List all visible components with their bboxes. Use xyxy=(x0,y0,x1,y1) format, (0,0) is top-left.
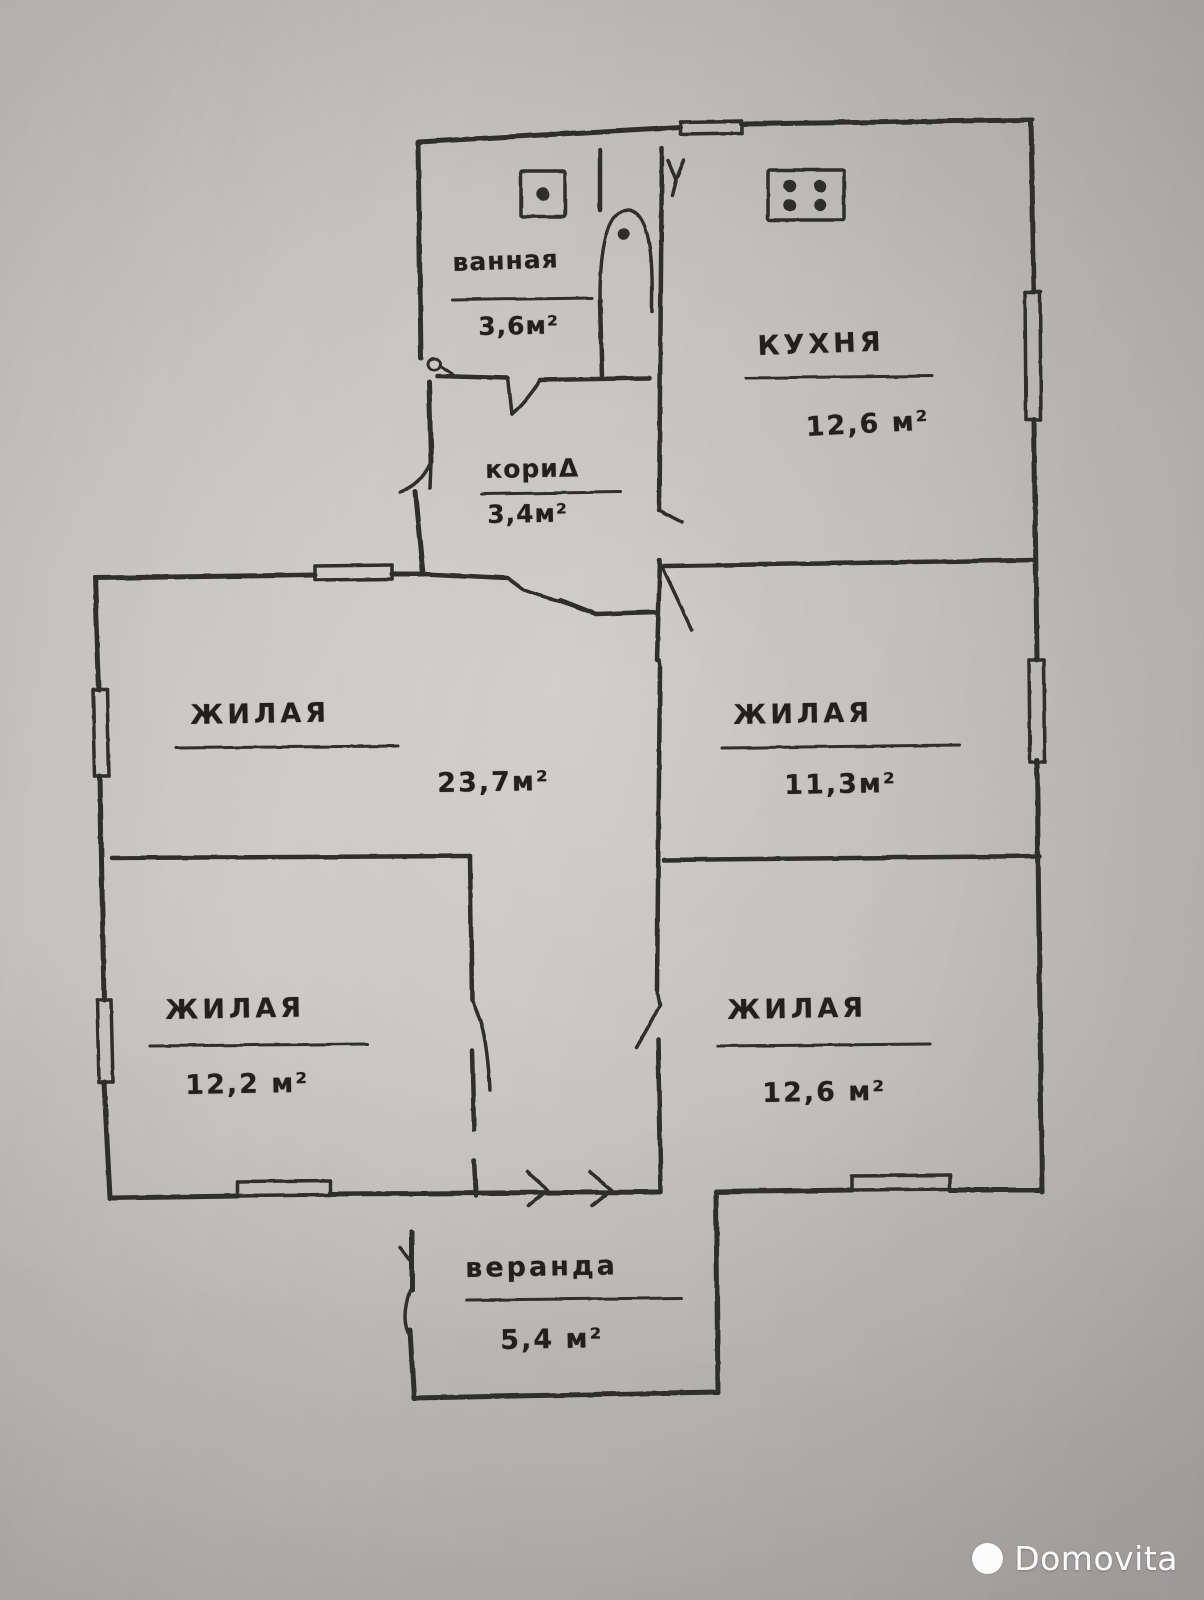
door-veranda-entrance xyxy=(526,1170,614,1208)
room-label-corridor-area: 3,4м² xyxy=(487,498,569,529)
door-corridor-to-living1 xyxy=(506,576,563,603)
window-living4-bottom xyxy=(850,1173,952,1192)
underline-living-1 xyxy=(174,744,400,750)
left-wall-switch xyxy=(426,356,454,376)
underline-living-3 xyxy=(148,1042,370,1048)
underline-living-4 xyxy=(716,1042,932,1048)
room-label-living-1-area: 23,7м² xyxy=(437,766,551,799)
wall-outer-top xyxy=(415,117,1035,145)
kitchen-stove xyxy=(766,168,846,222)
corridor-mark-y xyxy=(666,158,686,198)
room-label-kitchen-area: 12,6 м² xyxy=(805,405,931,443)
wall-outer-right xyxy=(1028,117,1045,1195)
door-living3 xyxy=(470,998,492,1092)
underline-bathroom xyxy=(450,296,594,302)
door-corridor-left xyxy=(398,460,433,494)
window-kitchen-right xyxy=(1023,290,1043,422)
room-label-living-2-name: ЖИЛАЯ xyxy=(733,697,874,731)
window-living1-left xyxy=(91,688,111,778)
room-label-corridor-name: кориΔ xyxy=(485,453,580,484)
window-living1-top xyxy=(313,563,394,582)
wall-corridor-bottom-left xyxy=(421,571,661,617)
label-underlines xyxy=(148,296,962,1302)
wall-outer-left xyxy=(92,575,113,1201)
room-label-veranda-area: 5,4 м² xyxy=(500,1323,604,1356)
door-veranda-side xyxy=(398,1246,414,1338)
room-label-veranda-name: веранда xyxy=(465,1250,619,1284)
watermark-logo-icon xyxy=(972,1543,1004,1574)
room-label-living-2-area: 11,3м² xyxy=(784,768,898,801)
bathroom-fixture-sink xyxy=(519,169,567,219)
wall-bathroom-bottom xyxy=(434,373,653,383)
wall-kitchen-bottom xyxy=(662,557,1039,569)
room-label-bathroom-area: 3,6м² xyxy=(478,310,560,341)
window-living3-left xyxy=(95,998,115,1084)
bathroom-door-arch xyxy=(598,208,654,314)
watermark: Domovita xyxy=(972,1539,1178,1578)
wall-between-left-rooms xyxy=(109,853,473,861)
room-label-living-3-name: ЖИЛАЯ xyxy=(165,992,306,1026)
window-living3-bottom xyxy=(236,1179,332,1198)
wall-outer-bottom xyxy=(107,1187,1045,1201)
wall-central-vertical xyxy=(654,145,665,1195)
watermark-text: Domovita xyxy=(1014,1539,1178,1578)
room-label-living-4-name: ЖИЛАЯ xyxy=(727,992,868,1026)
room-label-living-4-area: 12,6 м² xyxy=(762,1075,887,1109)
underline-veranda xyxy=(464,1296,684,1302)
wall-living3-right xyxy=(467,853,479,1199)
underline-living-2 xyxy=(720,743,962,750)
door-living2 xyxy=(657,658,662,670)
window-living2-right xyxy=(1027,658,1047,764)
door-bathroom xyxy=(506,376,542,416)
room-label-bathroom-name: ванная xyxy=(452,244,560,277)
underline-corridor xyxy=(480,490,622,496)
room-label-living-3-area: 12,2 м² xyxy=(185,1067,310,1101)
underline-kitchen xyxy=(744,374,934,380)
room-label-living-1-name: ЖИЛАЯ xyxy=(190,697,331,731)
wall-between-right-rooms xyxy=(661,853,1043,863)
window-kitchen-top xyxy=(679,119,744,136)
wall-lowerleft-top xyxy=(92,571,427,581)
door-living4 xyxy=(634,988,662,1050)
wall-bathroom-right xyxy=(597,147,605,381)
door-corridor-to-kitchen xyxy=(657,508,694,632)
wall-upper-left xyxy=(412,139,434,577)
room-label-kitchen-name: КУХНЯ xyxy=(757,326,886,362)
